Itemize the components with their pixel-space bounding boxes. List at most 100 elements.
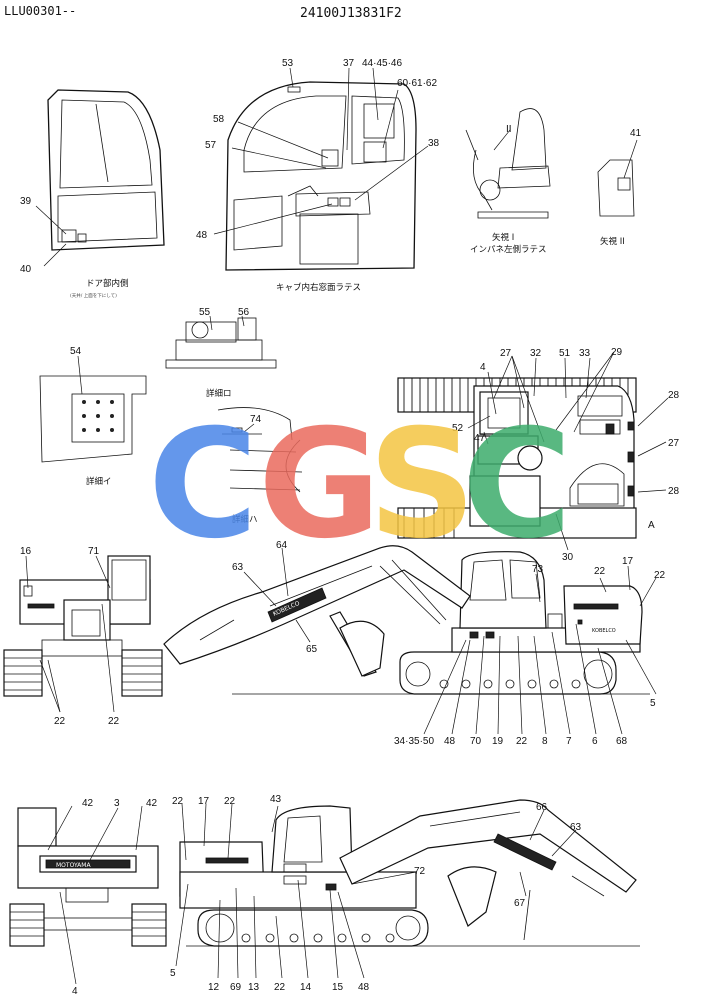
counterweight-brand-decal: MOTOYAMA	[45, 859, 131, 869]
callout-72: 72	[414, 866, 426, 877]
side-view-right: KOBELCO KOBELCO	[163, 545, 657, 735]
callout-41: 41	[630, 128, 642, 139]
upper-structure-top-view	[397, 351, 669, 551]
callout-3: 3	[114, 798, 120, 809]
caption-arrow-ii: 矢視 II	[600, 236, 625, 247]
watermark-letter-c2: C	[462, 398, 572, 572]
caption-detail-ha: 詳細ハ	[232, 514, 258, 525]
detail-i-view	[39, 355, 147, 463]
caption-arrow-i: 矢視 I	[492, 232, 514, 243]
callout-17-lside: 17	[198, 796, 210, 807]
callout-15: 15	[332, 982, 344, 993]
counterweight-brand-label: MOTOYAMA	[56, 862, 91, 869]
callout-34-50: 34·35·50	[394, 736, 434, 747]
callout-22-lside-a: 22	[172, 796, 184, 807]
callout-66: 66	[536, 802, 548, 813]
callout-19: 19	[492, 736, 504, 747]
callout-22-front-a: 22	[54, 716, 66, 727]
callout-30: 30	[562, 552, 574, 563]
callout-57: 57	[205, 140, 217, 151]
caption-door-inner-sub: (天井/ 上面を下にして)	[70, 292, 117, 299]
callout-22-lside-b: 22	[224, 796, 236, 807]
callout-5: 5	[650, 698, 656, 709]
callout-70: 70	[470, 736, 482, 747]
callout-42-rear-b: 42	[146, 798, 158, 809]
callout-40: 40	[20, 264, 32, 275]
callout-17: 17	[622, 556, 634, 567]
callout-14: 14	[300, 982, 312, 993]
watermark-letter-g: G	[258, 398, 381, 572]
detail-ha-view	[217, 407, 303, 493]
callout-68: 68	[616, 736, 628, 747]
callout-27b: 27	[668, 438, 680, 449]
callout-12: 12	[208, 982, 220, 993]
callout-63: 63	[232, 562, 244, 573]
callout-33: 33	[579, 348, 591, 359]
callout-16: 16	[20, 546, 32, 557]
callout-38: 38	[428, 138, 440, 149]
part-number-title: 24100J13831F2	[300, 6, 402, 21]
watermark-letter-c1: C	[148, 398, 258, 572]
callout-4: 4	[480, 362, 486, 373]
callout-48-lside: 48	[358, 982, 370, 993]
callout-43: 43	[270, 794, 282, 805]
callout-55: 55	[199, 307, 211, 318]
cab-right-inner-view	[213, 67, 429, 271]
callout-71: 71	[88, 546, 100, 557]
svg-text:KOBELCO: KOBELCO	[592, 628, 616, 634]
callout-22-side-a: 22	[594, 566, 606, 577]
callout-54: 54	[70, 346, 82, 357]
drawing-code: LLU00301--	[4, 4, 77, 18]
callout-69: 69	[230, 982, 242, 993]
callout-7: 7	[566, 736, 572, 747]
callout-42-rear-a: 42	[82, 798, 94, 809]
caption-detail-ro: 詳細ロ	[206, 388, 232, 399]
callout-53: 53	[282, 58, 294, 69]
callout-22-side-c: 22	[516, 736, 528, 747]
cab-door-inner-view	[35, 89, 165, 267]
callout-47: 47	[474, 433, 486, 444]
side-view-left: KOBELCO	[175, 799, 640, 979]
callout-22-side-b: 22	[654, 570, 666, 581]
callout-5-lside: 5	[170, 968, 176, 979]
callout-II: II	[506, 124, 512, 135]
caption-cab-right: キャブ内右窓面ラテス	[276, 282, 361, 293]
callout-4-rear: 4	[72, 986, 78, 997]
watermark-cgsc: C G S C	[148, 398, 572, 572]
detail-ro-view	[165, 315, 277, 369]
callout-27: 27	[500, 348, 512, 359]
callout-65: 65	[306, 644, 318, 655]
callout-28: 28	[668, 390, 680, 401]
callout-A: A	[648, 520, 655, 531]
rear-view-machine: MOTOYAMA	[9, 805, 167, 985]
caption-detail-i: 詳細イ	[86, 476, 112, 487]
callout-52: 52	[452, 423, 464, 434]
callout-63-lside: 63	[570, 822, 582, 833]
front-view-machine	[3, 555, 163, 713]
callout-32: 32	[530, 348, 542, 359]
callout-13: 13	[248, 982, 260, 993]
callout-37: 37	[343, 58, 355, 69]
callout-44-46: 44·45·46	[362, 58, 402, 69]
callout-29: 29	[611, 347, 623, 358]
callout-39: 39	[20, 196, 32, 207]
callout-67: 67	[514, 898, 526, 909]
callout-8: 8	[542, 736, 548, 747]
callout-48-side: 48	[444, 736, 456, 747]
callout-74: 74	[250, 414, 262, 425]
callout-60-62: 60·61·62	[397, 78, 437, 89]
callout-51: 51	[559, 348, 571, 359]
caption-door-inner: ドア部内側	[86, 278, 129, 289]
caption-arrow-i-sub: インパネ左側ラテス	[470, 244, 547, 255]
callout-48: 48	[196, 230, 208, 241]
callout-22-front-b: 22	[108, 716, 120, 727]
callout-22-lside-c: 22	[274, 982, 286, 993]
callout-64: 64	[276, 540, 288, 551]
arrow-view-ii-panel	[597, 139, 638, 217]
callout-56: 56	[238, 307, 250, 318]
callout-58: 58	[213, 114, 225, 125]
callout-28b: 28	[668, 486, 680, 497]
callout-73: 73	[532, 564, 544, 575]
callout-6: 6	[592, 736, 598, 747]
